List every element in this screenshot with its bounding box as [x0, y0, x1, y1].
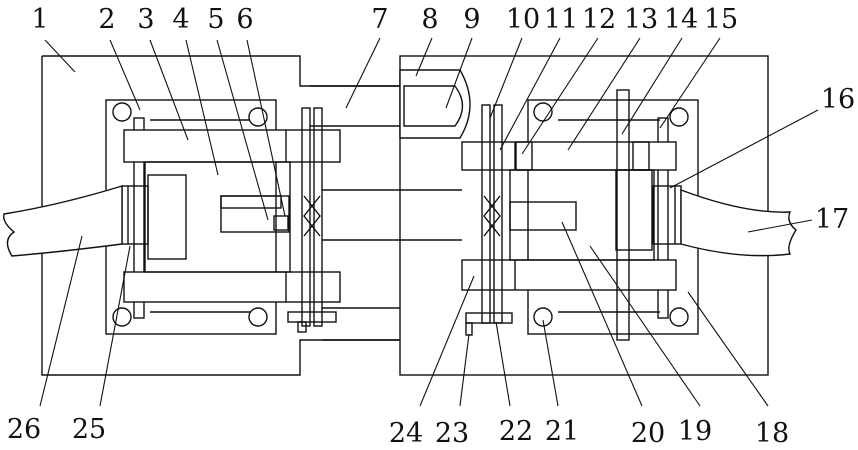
part-label: 12 — [582, 4, 616, 35]
part-label: 21 — [545, 416, 579, 447]
part-label: 16 — [821, 84, 855, 115]
part-label: 6 — [236, 4, 253, 35]
part-label: 20 — [631, 418, 665, 449]
part-label: 10 — [506, 4, 540, 35]
part-label: 15 — [704, 4, 738, 35]
part-label: 22 — [499, 416, 533, 447]
part-label: 18 — [755, 418, 789, 449]
part-label: 5 — [207, 4, 224, 35]
part-label: 7 — [371, 4, 388, 35]
cable-left — [4, 186, 122, 256]
part-label: 8 — [421, 4, 438, 35]
part-label: 3 — [137, 4, 154, 35]
left-frame — [106, 100, 340, 334]
part-label: 1 — [31, 4, 48, 35]
part-label: 26 — [7, 414, 41, 445]
part-label: 23 — [435, 418, 469, 449]
part-label: 13 — [624, 4, 658, 35]
part-label: 19 — [678, 416, 712, 447]
part-label: 24 — [389, 418, 423, 449]
part-label: 2 — [98, 4, 115, 35]
cable-right — [681, 190, 796, 256]
part-label: 11 — [544, 4, 578, 35]
part-label: 14 — [664, 4, 698, 35]
right-frame — [462, 90, 698, 340]
part-label: 17 — [815, 204, 849, 235]
part-label: 4 — [172, 4, 189, 35]
part-label: 9 — [463, 4, 480, 35]
part-label: 25 — [72, 414, 106, 445]
